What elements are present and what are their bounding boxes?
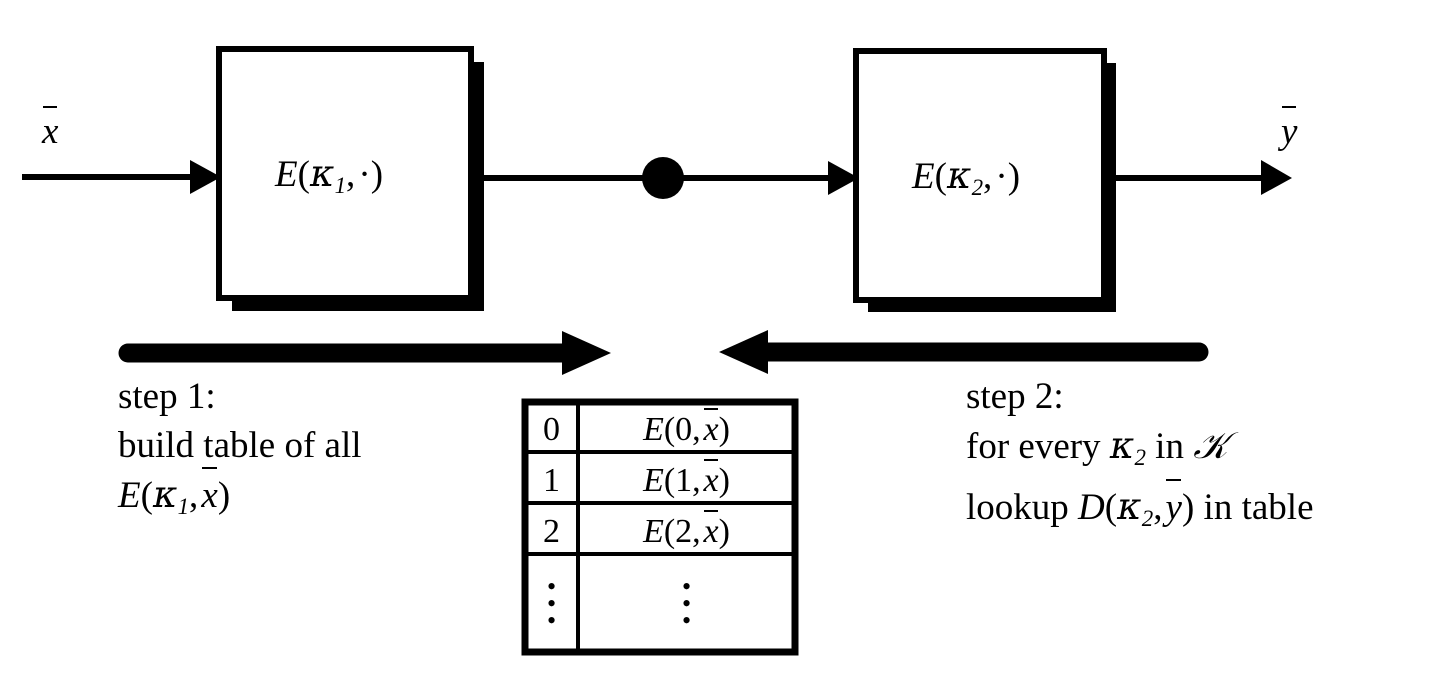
enc1-close-paren: ) (370, 154, 384, 195)
output-arrowhead-icon (1261, 160, 1292, 195)
table-cell-key-ellipsis: • (546, 606, 557, 635)
step1-caption: step 1: build table of all E(κ1, x) (118, 372, 362, 531)
step2-line-1: step 2: (966, 376, 1064, 417)
table-cell-key-ellipsis: • (546, 572, 557, 601)
enc1-block-label: E(κ1, ·) (275, 152, 383, 199)
enc2-block (853, 48, 1107, 303)
table-cell-value: E(1, x) (643, 458, 730, 499)
step1-arrowhead-icon (562, 331, 611, 375)
table-row: E(1, x) (578, 458, 795, 500)
table-cell-value-ellipsis: • (681, 572, 692, 601)
table-row: 2 (525, 513, 578, 551)
lookup-table-frame (521, 398, 799, 656)
table-row: • • • (578, 572, 795, 635)
enc1-key-subscript: 1 (334, 172, 347, 198)
middle-arrowhead-icon (828, 161, 859, 195)
table-cell-value: E(0, x) (643, 407, 730, 448)
table-row: • • • (525, 572, 578, 635)
table-cell-key: 0 (543, 411, 560, 448)
table-row: 0 (525, 411, 578, 449)
table-row: E(0, x) (578, 407, 795, 449)
enc2-comma: , (983, 156, 993, 197)
step2-arrowhead-icon (719, 330, 768, 374)
table-row: E(2, x) (578, 509, 795, 551)
table-cell-value-ellipsis: • (681, 589, 692, 618)
step1-line-2: build table of all (118, 425, 362, 466)
step1-line-1: step 1: (118, 376, 216, 417)
enc1-fn: E (275, 154, 298, 195)
enc2-key-subscript: 2 (971, 174, 984, 200)
table-cell-key: 1 (543, 462, 560, 499)
table-cell-key-ellipsis: • (546, 589, 557, 618)
enc2-block-label: E(κ2, ·) (912, 154, 1020, 201)
enc1-comma: , (346, 154, 356, 195)
enc2-close-paren: ) (1007, 156, 1021, 197)
table-cell-value-ellipsis: • (681, 606, 692, 635)
enc2-key-symbol: κ (946, 154, 972, 197)
output-signal-label: y-bar y (1281, 106, 1298, 152)
table-cell-value: E(2, x) (643, 509, 730, 550)
table-cell-key: 2 (543, 513, 560, 550)
enc1-open-paren: ( (297, 154, 310, 195)
enc2-open-paren: ( (934, 156, 947, 197)
input-signal-label: x-bar x (42, 106, 59, 152)
step2-caption: step 2: for every κ2 in 𝒦 lookup D(κ2, y… (966, 372, 1314, 543)
enc1-key-symbol: κ (309, 152, 335, 195)
midpoint-dot-icon (642, 157, 684, 199)
table-row: 1 (525, 462, 578, 500)
step2-line-2: for every κ2 in 𝒦 (966, 424, 1228, 470)
step2-line-3: lookup D(κ2, y) in table (966, 479, 1314, 531)
enc2-fn: E (912, 156, 935, 197)
enc1-block (216, 46, 474, 301)
input-arrowhead-icon (190, 160, 221, 194)
enc1-arg-placeholder: · (358, 154, 371, 195)
enc2-arg-placeholder: · (995, 156, 1008, 197)
step1-line-3: E(κ1, x) (118, 467, 231, 519)
